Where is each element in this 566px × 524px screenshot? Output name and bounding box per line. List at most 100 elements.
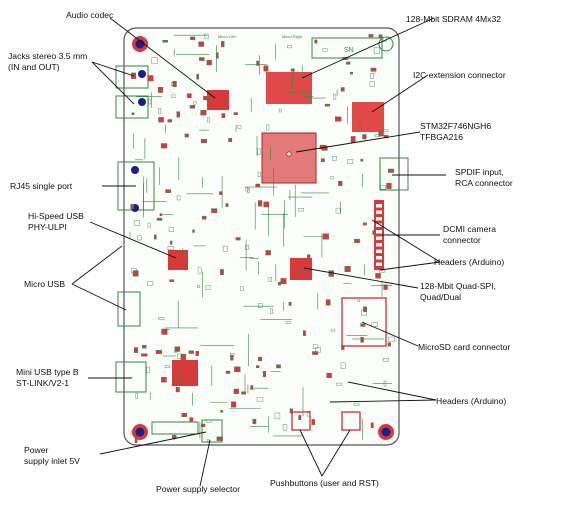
smd-pad [326, 372, 332, 379]
header-pin [376, 262, 382, 266]
smd-pad [177, 374, 182, 380]
smd-pad [285, 321, 291, 324]
smd-pad [206, 59, 212, 66]
smd-pad [380, 185, 386, 190]
smd-pad [195, 351, 200, 356]
jack-out-housing [115, 95, 149, 119]
smd-pad [252, 418, 257, 425]
rj45-hole-1 [131, 166, 139, 174]
label-power-selector: Power supply selector [156, 484, 241, 494]
smd-pad [154, 234, 157, 240]
smd-pad [282, 424, 288, 431]
leader-headers-bottom-2 [329, 399, 437, 403]
micro-usb-housing [117, 291, 141, 327]
smd-pad [314, 39, 318, 44]
smd-pad [257, 200, 263, 207]
leader-power-inlet [99, 431, 207, 455]
smd-pad [155, 350, 162, 355]
smd-pad [336, 382, 343, 386]
smd-pad [378, 34, 383, 39]
smd-pad [250, 385, 254, 390]
smd-pad [192, 229, 195, 233]
smd-pad [278, 281, 281, 286]
smd-pad [147, 75, 154, 82]
smd-pad [220, 410, 224, 413]
smd-pad [168, 227, 174, 232]
smd-pad [172, 80, 177, 87]
leader-push-2 [321, 429, 351, 477]
smd-pad [386, 182, 392, 189]
smd-pad [288, 301, 292, 306]
leader-usbphy [89, 221, 177, 259]
smd-pad [178, 381, 184, 386]
smd-pad [215, 52, 219, 59]
smd-pad [320, 158, 325, 163]
smd-pad [134, 437, 138, 444]
smd-pad [221, 113, 226, 118]
smd-pad [190, 36, 196, 41]
leader-headers-top-1 [371, 219, 441, 263]
label-audio-codec: Audio codec [66, 10, 114, 20]
label-sdram: 128-Mbit SDRAM 4Mx32 [406, 14, 502, 24]
mount-hole-br-inner [381, 427, 391, 437]
header-pin [376, 223, 382, 227]
smd-pad [174, 346, 181, 352]
smd-pad [158, 107, 162, 114]
smd-pad [186, 93, 192, 98]
smd-pad [240, 286, 244, 291]
label-power-inlet: Power supply inlet 5V [24, 445, 80, 466]
smd-pad [141, 353, 148, 357]
leader-microusb-1 [71, 245, 123, 285]
smd-pad [313, 344, 318, 349]
smd-pad [361, 309, 367, 316]
smd-pad [220, 41, 225, 48]
smd-pad [233, 112, 238, 115]
smd-pad [198, 41, 205, 47]
smd-pad [169, 240, 173, 245]
pcb-traces [129, 34, 392, 440]
smd-pad [350, 136, 356, 143]
smd-pad [237, 125, 242, 129]
smd-pad [159, 213, 163, 216]
smd-pad [387, 342, 391, 347]
leader-headers-top-2 [379, 261, 441, 271]
smd-pad [373, 47, 380, 54]
smd-pad [161, 376, 167, 383]
smd-pad [370, 422, 374, 428]
smd-pad [383, 380, 387, 387]
audio-codec-chip [207, 90, 229, 110]
smd-pad [370, 72, 374, 79]
smd-pad [266, 124, 270, 131]
smd-pad [176, 195, 181, 201]
leader-power-selector [199, 439, 211, 487]
header-pin [376, 249, 382, 253]
smd-pad [360, 323, 366, 327]
smd-pad [335, 116, 342, 122]
smd-pad [148, 99, 152, 105]
smd-pad [353, 402, 360, 406]
microsd-slot [341, 297, 387, 347]
smd-pad [200, 110, 207, 116]
smd-pad [350, 71, 353, 75]
label-headers-top: Headers (Arduino) [434, 257, 505, 267]
mount-hole-bl-inner [135, 427, 145, 437]
smd-pad [167, 119, 173, 123]
label-micro-usb: Micro USB [24, 279, 66, 289]
smd-pad [369, 81, 375, 87]
smd-pad [135, 393, 139, 399]
smd-pad [340, 362, 346, 369]
smd-pad [156, 217, 163, 221]
smd-pad [338, 181, 343, 186]
smd-pad [160, 143, 168, 149]
leader-microsd [361, 321, 419, 347]
smd-pad [383, 284, 388, 290]
smd-pad [370, 67, 377, 72]
label-microsd: MicroSD card connector [418, 342, 511, 352]
smd-pad [189, 417, 194, 422]
smd-pad [258, 303, 263, 308]
header-pin [376, 210, 382, 214]
smd-pad [233, 388, 239, 395]
smd-pad [204, 33, 209, 40]
smd-pad [246, 188, 250, 193]
label-qspi: 128-Mbit Quad-SPI, Quad/Dual [420, 281, 496, 302]
